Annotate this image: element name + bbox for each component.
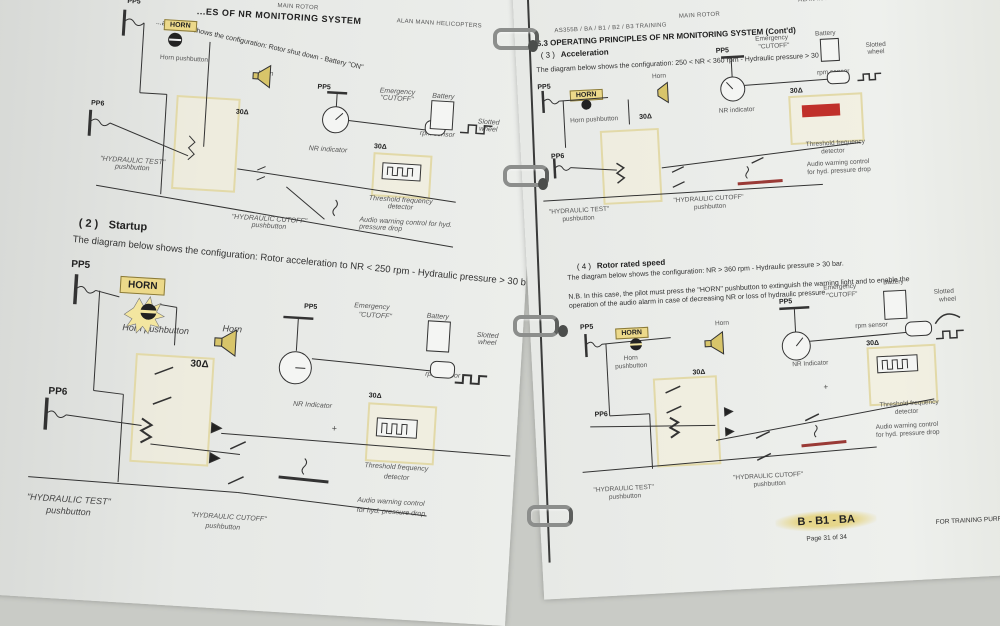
punch-hole-3 — [558, 325, 568, 337]
s1-circuit-wiring — [87, 9, 493, 248]
punch-hole-1 — [528, 40, 538, 52]
right-page: AS355B / BA / B1 / B2 / B3 TRAINING MAIN… — [511, 0, 1000, 600]
s2-circuit-wiring — [28, 274, 511, 517]
binder-ring-4 — [527, 505, 573, 527]
s3-circuit-wiring — [541, 37, 882, 202]
binder-ring-1 — [493, 28, 539, 50]
binder-ring-3 — [513, 315, 559, 337]
s4-circuit-wiring — [582, 289, 964, 473]
punch-hole-2 — [538, 178, 548, 190]
left-page: MAIN ROTOR ...ES OF NR MONITORING SYSTEM… — [0, 0, 545, 626]
binder-ring-2 — [503, 165, 549, 187]
